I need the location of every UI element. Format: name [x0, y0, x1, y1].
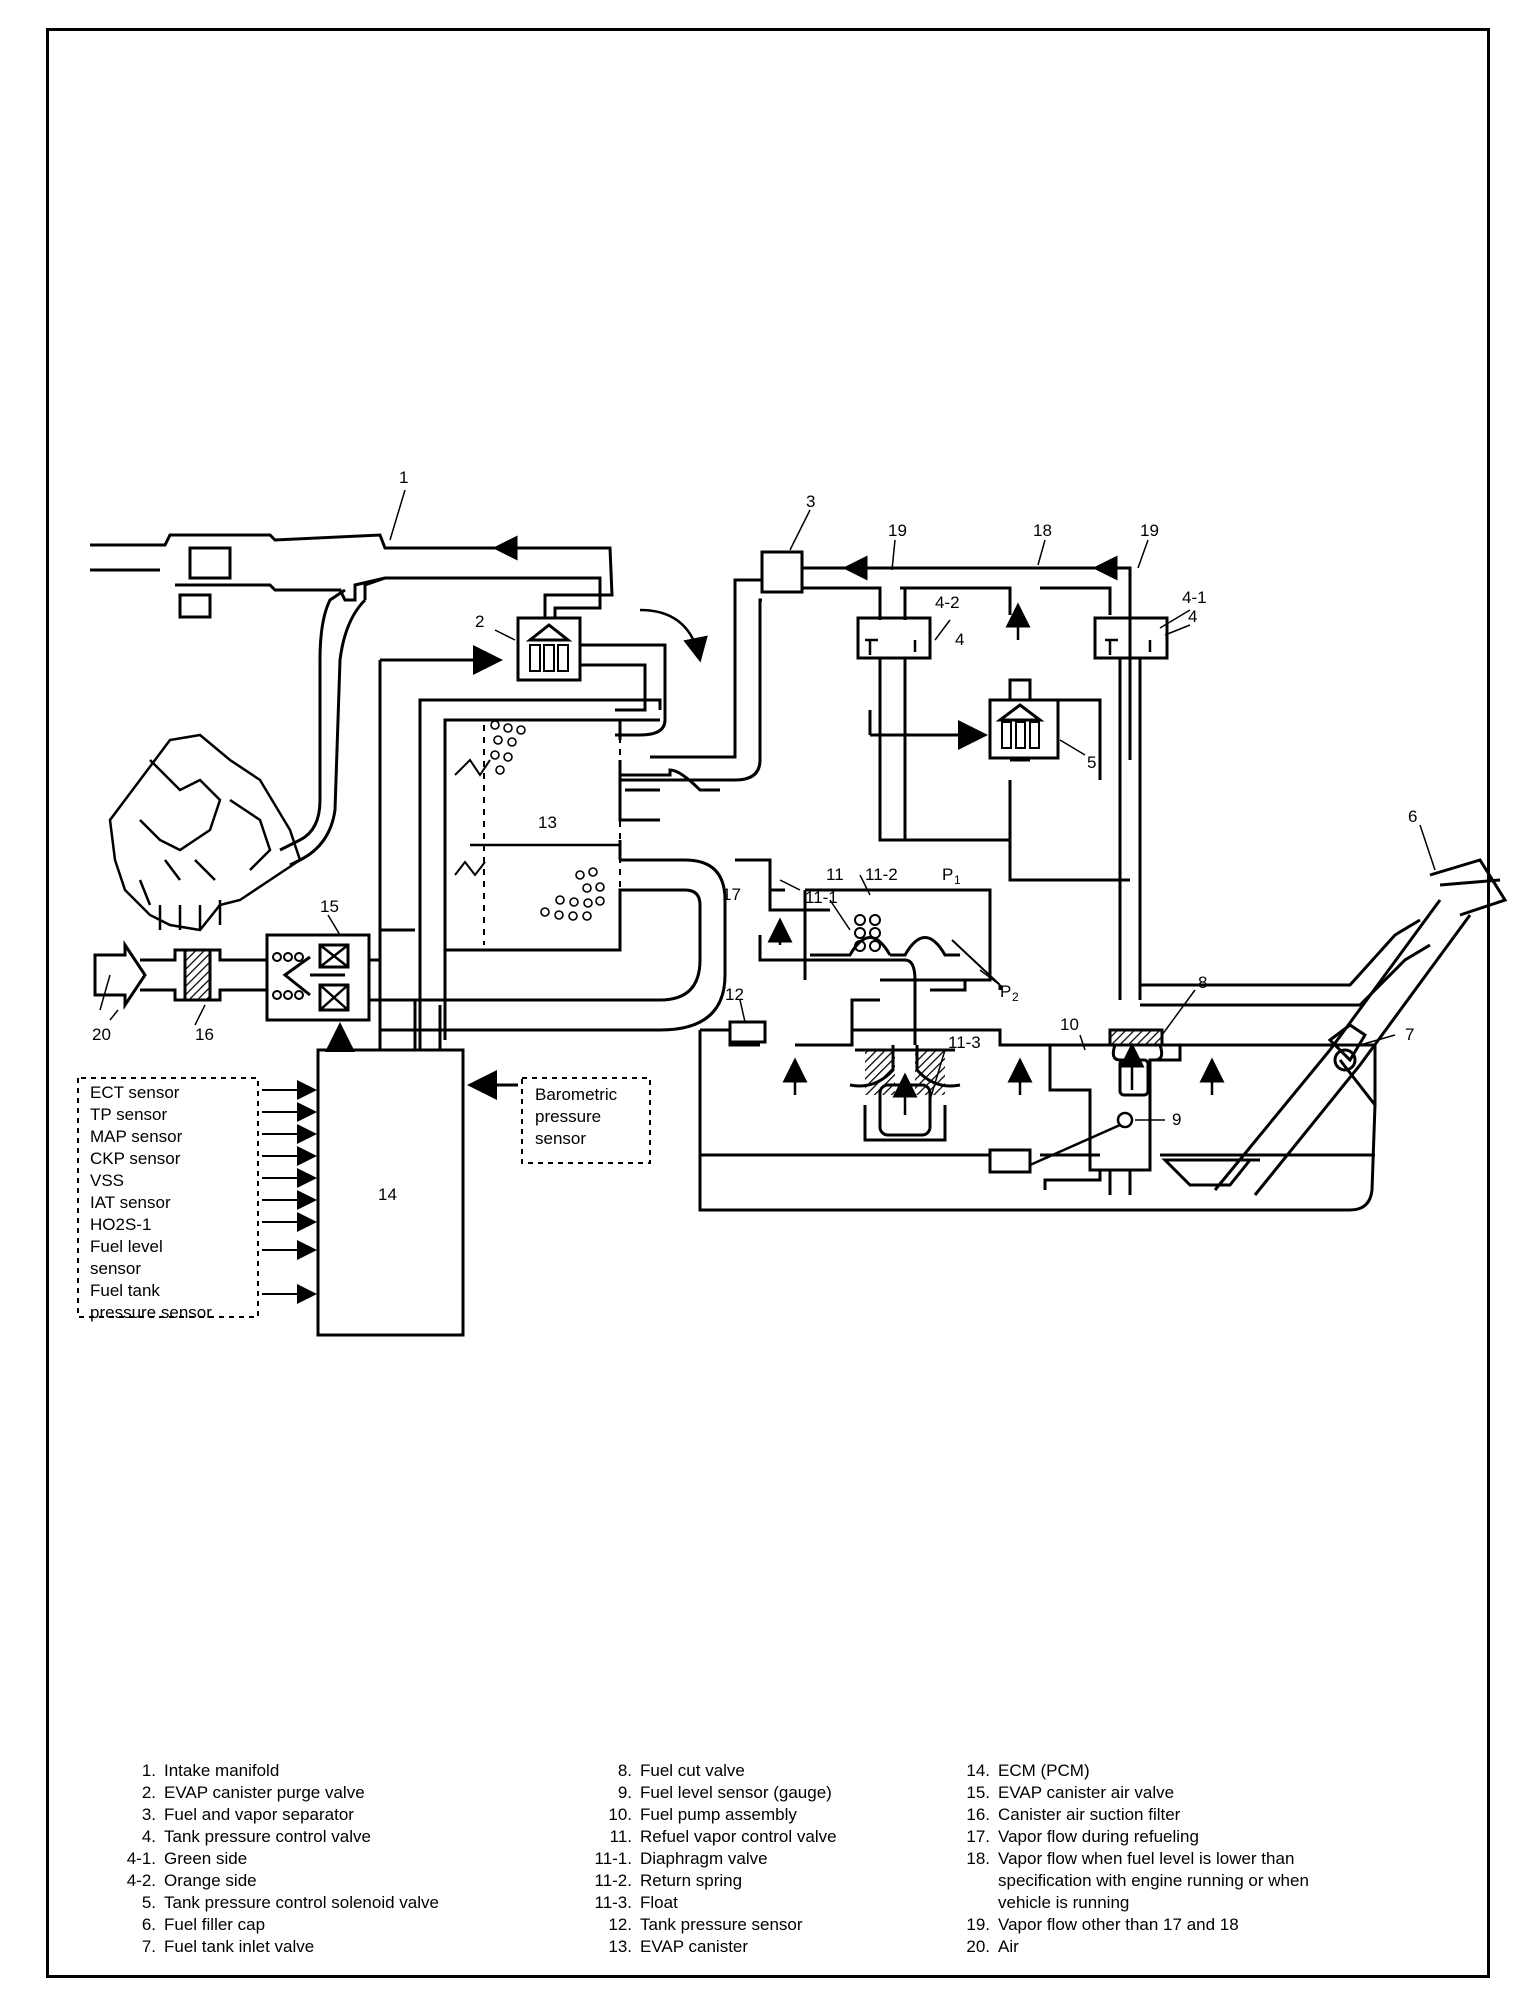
svg-text:4-2: 4-2	[935, 593, 960, 612]
air-inlet-arrow	[93, 940, 147, 1010]
engine	[108, 733, 302, 932]
legend-item: 8.Fuel cut valve	[617, 1761, 745, 1780]
legend-item: 13.EVAP canister	[608, 1937, 749, 1956]
legend-item: 11.Refuel vapor control valve	[609, 1827, 837, 1846]
svg-text:ECT sensor: ECT sensor	[90, 1083, 180, 1102]
svg-text:3: 3	[806, 492, 815, 511]
svg-text:CKP sensor: CKP sensor	[90, 1149, 181, 1168]
barometric-box	[521, 1077, 651, 1164]
svg-text:19: 19	[888, 521, 907, 540]
svg-text:11-3: 11-3	[948, 1033, 981, 1052]
legend-item: 11-1.Diaphragm valve	[594, 1849, 768, 1868]
float-housing	[849, 1045, 961, 1142]
svg-text:IAT sensor: IAT sensor	[90, 1193, 171, 1212]
legend-item: 7.Fuel tank inlet valve	[141, 1937, 315, 1956]
svg-text:Fuel tank: Fuel tank	[90, 1281, 160, 1300]
svg-text:P: P	[942, 865, 953, 884]
svg-text:11-1: 11-1	[805, 888, 838, 907]
svg-text:TP sensor: TP sensor	[90, 1105, 168, 1124]
legend-item: 19.Vapor flow other than 17 and 18	[966, 1915, 1239, 1934]
svg-text:HO2S-1: HO2S-1	[90, 1215, 151, 1234]
legend-item: 17.Vapor flow during refueling	[966, 1827, 1199, 1846]
svg-text:12: 12	[725, 985, 744, 1004]
ecm-box	[316, 1048, 465, 1337]
svg-text:P: P	[1000, 982, 1011, 1001]
legend-item: 20.Air	[966, 1937, 1019, 1956]
tank-pressure-control-valve-left	[856, 616, 1130, 882]
svg-text:5: 5	[1087, 753, 1096, 772]
legend-column-2: 8.Fuel cut valve 9.Fuel level sensor (ga…	[570, 1760, 837, 1958]
svg-text:15: 15	[320, 897, 339, 916]
legend-item: 4-2.Orange side	[126, 1871, 257, 1890]
legend-item: 5.Tank pressure control solenoid valve	[141, 1893, 439, 1912]
legend-item: 14.ECM (PCM)	[966, 1761, 1090, 1780]
svg-text:2: 2	[475, 612, 484, 631]
legend-item: 18.Vapor flow when fuel level is lower t…	[966, 1849, 1295, 1868]
barometric-labels: Barometric pressure sensor	[535, 1085, 618, 1148]
canister-air-valve	[265, 928, 417, 1050]
legend-item: 1.Intake manifold	[141, 1761, 280, 1780]
svg-text:1: 1	[399, 468, 408, 487]
svg-text:18: 18	[1033, 521, 1052, 540]
svg-text:MAP sensor: MAP sensor	[90, 1127, 183, 1146]
ecm-input-labels: ECT sensor TP sensor MAP sensor CKP sens…	[90, 1083, 212, 1322]
legend-item: 2.EVAP canister purge valve	[141, 1783, 365, 1802]
legend-item: 11-2.Return spring	[594, 1871, 743, 1890]
svg-text:4-1: 4-1	[1182, 588, 1207, 607]
svg-text:pressure sensor: pressure sensor	[90, 1303, 212, 1322]
legend-item: 10.Fuel pump assembly	[608, 1805, 797, 1824]
svg-text:11-2: 11-2	[865, 865, 898, 884]
tank-pressure-solenoid-valve	[988, 678, 1102, 780]
svg-text:17: 17	[722, 885, 741, 904]
svg-text:Fuel level: Fuel level	[90, 1237, 163, 1256]
svg-text:13: 13	[538, 813, 557, 832]
svg-text:sensor: sensor	[535, 1129, 586, 1148]
legend-item: 15.EVAP canister air valve	[966, 1783, 1175, 1802]
refuel-vapor-control-valve	[735, 858, 1002, 1045]
legend-item: 9.Fuel level sensor (gauge)	[617, 1783, 832, 1802]
svg-text:11: 11	[826, 865, 844, 884]
tank-pressure-control-valve-right	[1093, 616, 1169, 1000]
svg-text:2: 2	[1012, 990, 1019, 1004]
legend-item: 4-1.Green side	[126, 1849, 248, 1868]
svg-text:4: 4	[955, 630, 964, 649]
legend-item: specification with engine running or whe…	[998, 1871, 1309, 1890]
legend-item: 3.Fuel and vapor separator	[141, 1805, 354, 1824]
evap-canister	[380, 698, 727, 1050]
svg-text:14: 14	[378, 1185, 397, 1204]
legend-column-3: 14.ECM (PCM) 15.EVAP canister air valve …	[950, 1760, 1309, 1958]
svg-text:1: 1	[954, 873, 961, 887]
legend: 1.Intake manifold 2.EVAP canister purge …	[110, 1760, 1410, 1960]
legend-item: 4.Tank pressure control valve	[141, 1827, 371, 1846]
svg-text:20: 20	[92, 1025, 111, 1044]
svg-text:8: 8	[1198, 973, 1207, 992]
legend-item: 11-3.Float	[594, 1893, 678, 1912]
svg-text:7: 7	[1405, 1025, 1414, 1044]
svg-text:sensor: sensor	[90, 1259, 141, 1278]
page-border	[46, 28, 1490, 1978]
svg-text:VSS: VSS	[90, 1171, 124, 1190]
canister-air-filter	[140, 948, 267, 1002]
svg-text:pressure: pressure	[535, 1107, 601, 1126]
svg-text:10: 10	[1060, 1015, 1079, 1034]
intake-manifold	[90, 533, 614, 867]
svg-text:Barometric: Barometric	[535, 1085, 618, 1104]
fuel-tank	[698, 1020, 1377, 1212]
callout-labels: 1 2 3 19 18 19 4-1 4 4-2 4 5 6 7 8 9 10 …	[92, 468, 1417, 1204]
svg-text:6: 6	[1408, 807, 1417, 826]
svg-text:4: 4	[1188, 607, 1197, 626]
legend-item: 12.Tank pressure sensor	[608, 1915, 803, 1934]
legend-item: vehicle is running	[998, 1893, 1130, 1912]
svg-text:16: 16	[195, 1025, 214, 1044]
fuel-vapor-separator	[620, 550, 1132, 782]
svg-text:19: 19	[1140, 521, 1159, 540]
fuel-filler-neck	[1170, 858, 1508, 1196]
purge-valve	[516, 590, 667, 737]
legend-item: 16.Canister air suction filter	[966, 1805, 1181, 1824]
svg-text:9: 9	[1172, 1110, 1181, 1129]
fuel-pump-assembly	[988, 1028, 1254, 1195]
legend-column-1: 1.Intake manifold 2.EVAP canister purge …	[110, 1760, 439, 1958]
legend-item: 6.Fuel filler cap	[141, 1915, 266, 1934]
